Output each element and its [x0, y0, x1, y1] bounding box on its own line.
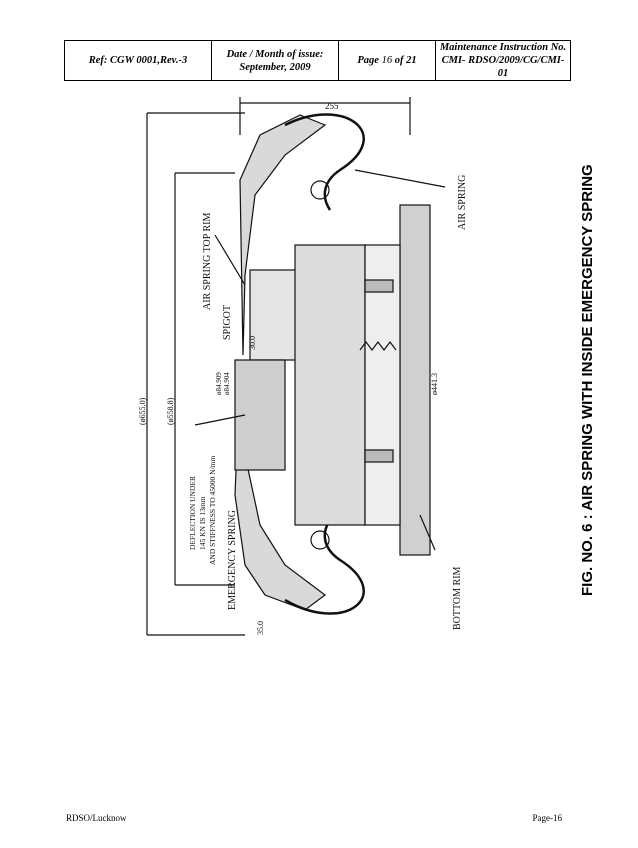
mi-cell: Maintenance Instruction No. CMI- RDSO/20…: [435, 40, 571, 81]
deflection-line-1: DEFLECTION UNDER: [188, 476, 197, 550]
leader-air-spring: [354, 169, 446, 188]
bottom-rim: [399, 204, 431, 556]
date-value: September, 2009: [239, 61, 311, 73]
header-table: Ref: CGW 0001,Rev.-3 Date / Month of iss…: [64, 40, 571, 81]
page-prefix: Page: [357, 55, 379, 66]
dim-84904-label: ø84.904: [223, 372, 231, 395]
spigot-label: SPIGOT: [222, 305, 233, 340]
air-spring-label: AIR SPRING: [457, 175, 468, 230]
top-rim-upper: [239, 114, 327, 356]
dim-4413-label: ø441.3: [430, 373, 439, 395]
dim-300-label: 30.0: [248, 336, 257, 350]
top-rim-label: AIR SPRING TOP RIM: [202, 213, 213, 310]
page-cell: Page 16 of 21: [338, 40, 436, 81]
spring-coil: [359, 341, 397, 351]
bottom-rim-label: BOTTOM RIM: [452, 566, 463, 630]
figure-title: FIG. NO. 6 : AIR SPRING WITH INSIDE EMER…: [579, 164, 596, 596]
bellows-lower: [284, 519, 365, 615]
deflection-line-3: AND STIFFNESS TO 45000 N/mm: [208, 456, 217, 565]
emergency-spring-core: [294, 244, 366, 526]
dim-558-label: (ø558.8): [166, 397, 175, 425]
dim-255-label: 255: [325, 101, 339, 111]
mi-value: CMI- RDSO/2009/CG/CMI-01: [441, 55, 565, 79]
footer-page-number: Page-16: [532, 813, 563, 823]
ref-cell: Ref: CGW 0001,Rev.-3: [64, 40, 212, 81]
dim-655-label: (ø655.0): [138, 397, 147, 425]
emergency-spring-label: EMERGENCY SPRING: [227, 510, 238, 610]
ref-text: Ref: CGW 0001,Rev.-3: [88, 55, 188, 66]
footer-left: RDSO/Lucknow: [66, 813, 127, 823]
deflection-line-2: 145 KN IS 13mm: [198, 496, 207, 550]
dim-350-label: 35.0: [256, 621, 265, 635]
mi-label: Maintenance Instruction No.: [439, 42, 567, 53]
page-of: of 21: [394, 55, 417, 66]
page-current: 16: [381, 55, 393, 66]
emergency-spring-block: [234, 359, 286, 471]
date-cell: Date / Month of issue: September, 2009: [211, 40, 339, 81]
air-spring-drawing: 255 AIR SPRING AIR SPRING TOP RIM SPIGOT…: [138, 97, 468, 636]
date-label: Date / Month of issue:: [226, 48, 324, 60]
dim-84909-label: ø84.909: [215, 372, 223, 395]
top-rim-lower: [234, 374, 326, 611]
bellows-upper: [284, 113, 365, 211]
